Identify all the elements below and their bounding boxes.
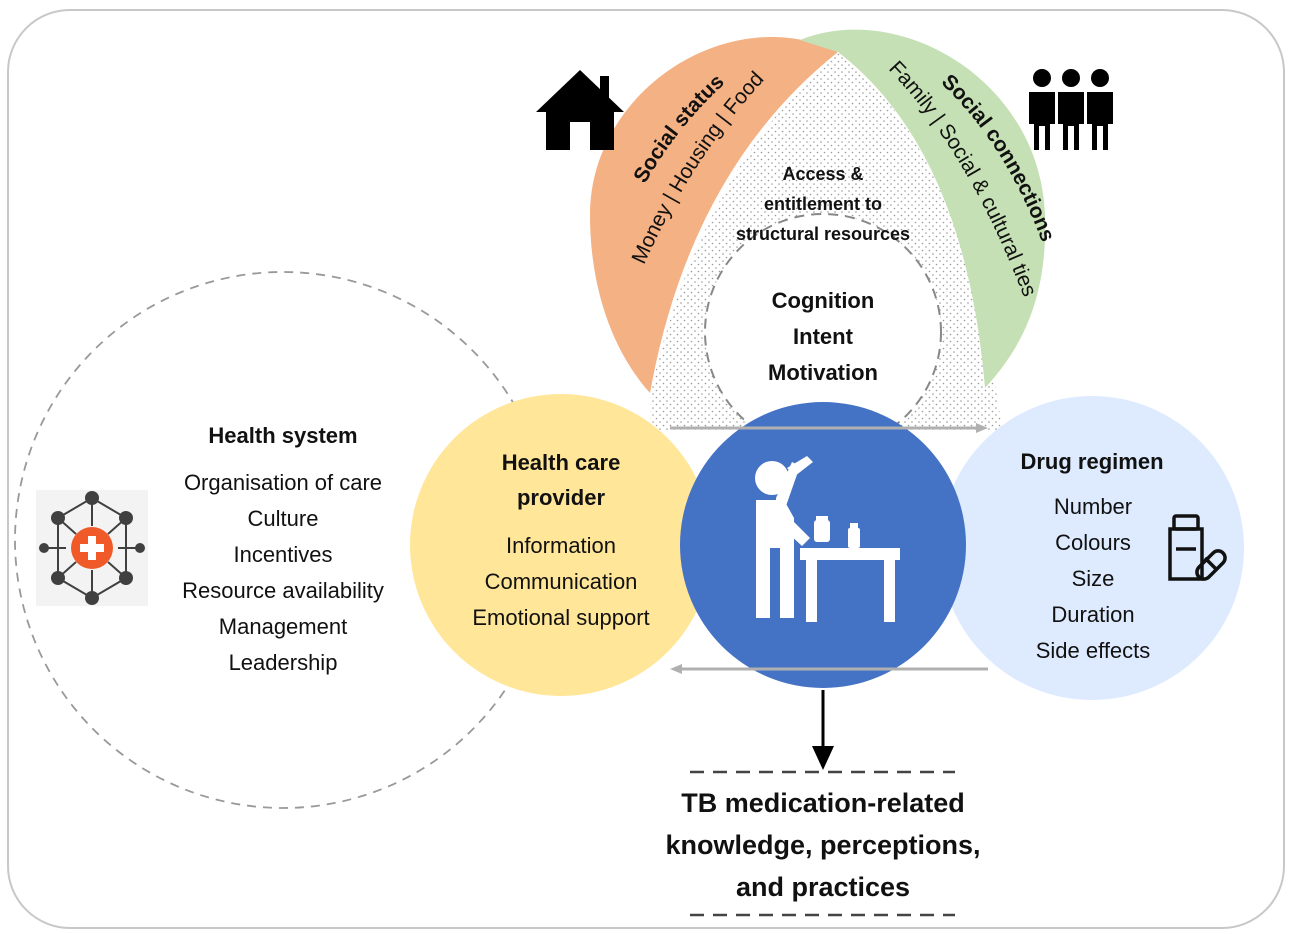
outcome-line-1: TB medication-related [681, 788, 965, 818]
health-system-item-3: Incentives [233, 542, 332, 567]
individual-circle [704, 213, 942, 451]
social-connections-band [800, 29, 1046, 389]
pill-bottle-icon [1168, 514, 1227, 581]
provider-title-line-1: Health care [502, 450, 621, 475]
drug-regimen-circle [940, 396, 1244, 700]
access-line-1: Access & [782, 164, 863, 184]
individual-line-3: Motivation [768, 360, 878, 385]
patient-circle [680, 402, 966, 688]
outcome-line-3: and practices [736, 872, 910, 902]
health-system-item-2: Culture [248, 506, 319, 531]
outcome-line-2: knowledge, perceptions, [665, 830, 980, 860]
drug-regimen-title: Drug regimen [1020, 449, 1163, 474]
top-connector-arrow [670, 423, 988, 433]
drug-regimen-item-4: Duration [1051, 602, 1134, 627]
health-system-item-4: Resource availability [182, 578, 384, 603]
patient-taking-medication-icon [755, 456, 900, 622]
health-system-title: Health system [208, 423, 357, 448]
provider-item-3: Emotional support [472, 605, 649, 630]
drug-regimen-item-5: Side effects [1036, 638, 1151, 663]
people-icon [1029, 69, 1113, 150]
health-network-icon [36, 490, 148, 606]
health-care-provider-circle [410, 394, 712, 696]
health-system-item-6: Leadership [229, 650, 338, 675]
down-arrow-icon [812, 690, 834, 770]
bottom-connector-arrow [670, 664, 988, 674]
individual-line-2: Intent [793, 324, 854, 349]
individual-line-1: Cognition [772, 288, 875, 313]
access-line-2: entitlement to [764, 194, 882, 214]
social-status-band [590, 36, 838, 393]
drug-regimen-item-3: Size [1072, 566, 1115, 591]
provider-title-line-2: provider [517, 485, 605, 510]
provider-item-1: Information [506, 533, 616, 558]
provider-item-2: Communication [485, 569, 638, 594]
access-line-3: structural resources [736, 224, 910, 244]
house-icon [536, 70, 624, 150]
drug-regimen-item-1: Number [1054, 494, 1132, 519]
drug-regimen-item-2: Colours [1055, 530, 1131, 555]
health-system-item-5: Management [219, 614, 347, 639]
health-system-item-1: Organisation of care [184, 470, 382, 495]
